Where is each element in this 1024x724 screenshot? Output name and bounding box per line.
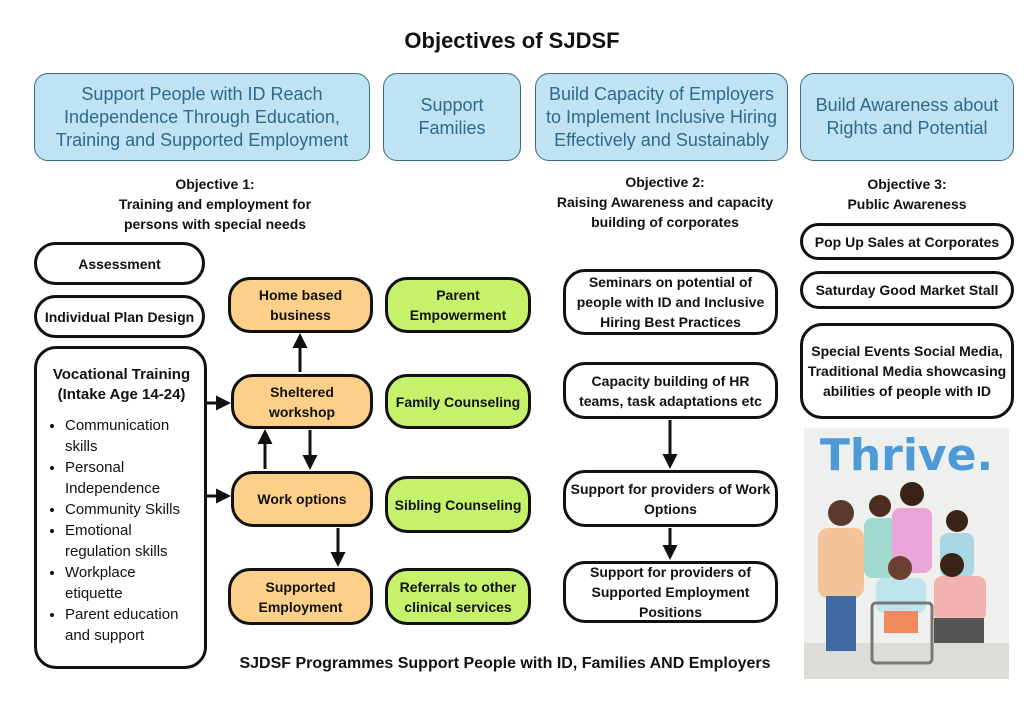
- plan-node: Individual Plan Design: [34, 295, 205, 338]
- work-options-node: Work options: [231, 471, 373, 527]
- sibling-counseling-node: Sibling Counseling: [385, 476, 531, 533]
- home-based-business-node: Home based business: [228, 277, 373, 333]
- referrals-node: Referrals to other clinical services: [385, 568, 531, 625]
- goal-support-people: Support People with ID Reach Independenc…: [34, 73, 370, 161]
- goal-build-awareness: Build Awareness about Rights and Potenti…: [800, 73, 1014, 161]
- thrive-photo: Thrive.: [804, 428, 1009, 679]
- list-item: Emotional regulation skills: [65, 520, 196, 562]
- objective-1-heading: Objective 1:: [175, 176, 255, 192]
- goal-support-families: Support Families: [383, 73, 521, 161]
- objective-2-text: Raising Awareness and capacity building …: [556, 194, 774, 230]
- parent-empowerment-node: Parent Empowerment: [385, 277, 531, 333]
- special-events-node: Special Events Social Media, Traditional…: [800, 323, 1014, 419]
- vocational-title: Vocational Training (Intake Age 14-24): [52, 366, 191, 403]
- list-item: Workplace etiquette: [65, 562, 196, 604]
- vocational-list: Communication skills Personal Independen…: [47, 415, 196, 646]
- list-item: Community Skills: [65, 499, 196, 520]
- family-counseling-node: Family Counseling: [385, 374, 531, 429]
- footer-caption: SJDSF Programmes Support People with ID,…: [239, 655, 771, 672]
- work-options-support-node: Support for providers of Work Options: [563, 470, 778, 527]
- pop-up-sales-node: Pop Up Sales at Corporates: [800, 223, 1014, 260]
- objective-3-heading: Objective 3:: [867, 176, 947, 192]
- seminars-node: Seminars on potential of people with ID …: [563, 269, 778, 335]
- page-title: Objectives of SJDSF: [404, 28, 620, 53]
- people-group-image: [804, 482, 1009, 679]
- objective-2: Objective 2: Raising Awareness and capac…: [540, 172, 790, 232]
- hr-capacity-node: Capacity building of HR teams, task adap…: [563, 362, 778, 419]
- list-item: Communication skills: [65, 415, 196, 457]
- objective-1-text: Training and employment for persons with…: [118, 196, 312, 232]
- thrive-caption: Thrive.: [819, 430, 994, 481]
- sheltered-workshop-node: Sheltered workshop: [231, 374, 373, 429]
- objective-3-text: Public Awareness: [847, 196, 967, 212]
- supported-employment-node: Supported Employment: [228, 568, 373, 625]
- list-item: Parent education and support: [65, 604, 196, 646]
- market-stall-node: Saturday Good Market Stall: [800, 271, 1014, 309]
- vocational-training-node: Vocational Training (Intake Age 14-24) C…: [34, 346, 207, 669]
- objective-2-heading: Objective 2:: [625, 174, 705, 190]
- objective-1: Objective 1: Training and employment for…: [90, 174, 340, 234]
- goal-build-capacity: Build Capacity of Employers to Implement…: [535, 73, 788, 161]
- list-item: Personal Independence: [65, 457, 196, 499]
- objective-3: Objective 3: Public Awareness: [800, 174, 1014, 214]
- assessment-node: Assessment: [34, 242, 205, 285]
- supported-employment-support-node: Support for providers of Supported Emplo…: [563, 561, 778, 623]
